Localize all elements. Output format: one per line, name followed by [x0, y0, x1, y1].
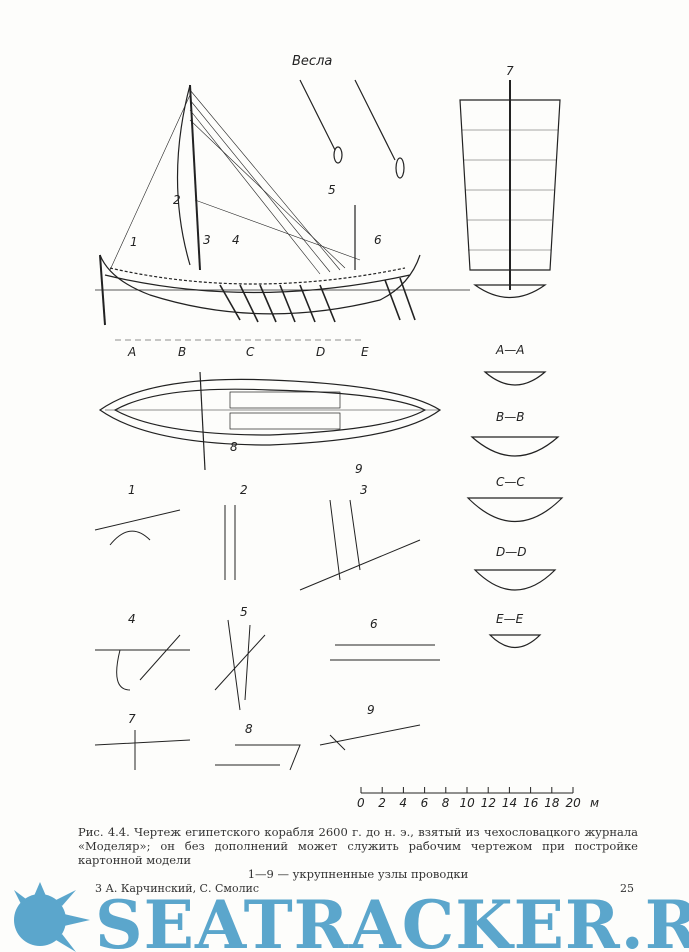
detail-6: 6 — [370, 617, 378, 631]
callout-1: 1 — [130, 235, 138, 249]
detail-1: 1 — [128, 483, 136, 497]
callout-9: 9 — [355, 462, 363, 476]
detail-9: 9 — [367, 703, 375, 717]
cross-sections — [466, 371, 564, 649]
scale-tick-label: 2 — [378, 796, 386, 810]
scale-tick-label: 18 — [544, 796, 560, 810]
section-e: E—E — [496, 612, 524, 626]
detail-2: 2 — [240, 483, 248, 497]
scale-tick-label: 20 — [565, 796, 581, 810]
detail-3: 3 — [360, 483, 368, 497]
rigging-details — [94, 499, 440, 771]
callout-2: 2 — [173, 193, 181, 207]
callout-7: 7 — [506, 64, 514, 78]
scale-tick-label: 4 — [399, 796, 408, 810]
oars-detail — [299, 79, 405, 179]
scale-unit: м — [590, 796, 600, 810]
section-b: B—B — [496, 410, 525, 424]
callout-5: 5 — [328, 183, 336, 197]
callout-3: 3 — [203, 233, 211, 247]
callout-8: 8 — [230, 440, 238, 454]
oars-label: Весла — [292, 54, 333, 69]
detail-8: 8 — [245, 722, 253, 736]
watermark-sun-icon — [14, 882, 90, 952]
footer-author: 3 А. Карчинский, С. Смолис — [95, 882, 260, 895]
scale-tick-label: 8 — [441, 796, 450, 810]
scale-tick-label: 16 — [523, 796, 539, 810]
scale-tick-label: 12 — [480, 796, 496, 810]
side-view — [95, 84, 470, 341]
plan-view — [98, 371, 442, 471]
station-c: C — [246, 345, 255, 359]
page-number: 25 — [620, 882, 634, 895]
detail-5: 5 — [240, 605, 248, 619]
station-e: E — [361, 345, 369, 359]
front-view — [459, 80, 561, 298]
scale-tick-label: 0 — [357, 796, 365, 810]
station-b: B — [178, 345, 187, 359]
section-c: C—C — [496, 475, 525, 489]
scale-bar — [360, 787, 574, 794]
callout-6: 6 — [374, 233, 382, 247]
scale-tick-label: 14 — [501, 796, 518, 810]
station-a: A — [128, 345, 137, 359]
scale-tick-label: 10 — [459, 796, 475, 810]
detail-7: 7 — [128, 712, 136, 726]
figure-caption: Рис. 4.4. Чертеж египетского корабля 260… — [78, 825, 638, 867]
detail-4: 4 — [128, 612, 136, 626]
scale-tick-label: 6 — [420, 796, 429, 810]
station-d: D — [316, 345, 326, 359]
callout-4: 4 — [232, 233, 240, 247]
section-d: D—D — [496, 545, 527, 559]
figure-caption-legend: 1—9 — укрупненные узлы проводки — [247, 867, 469, 881]
watermark: SEATRACKER.RU — [95, 886, 689, 952]
section-a: A—A — [496, 343, 525, 357]
